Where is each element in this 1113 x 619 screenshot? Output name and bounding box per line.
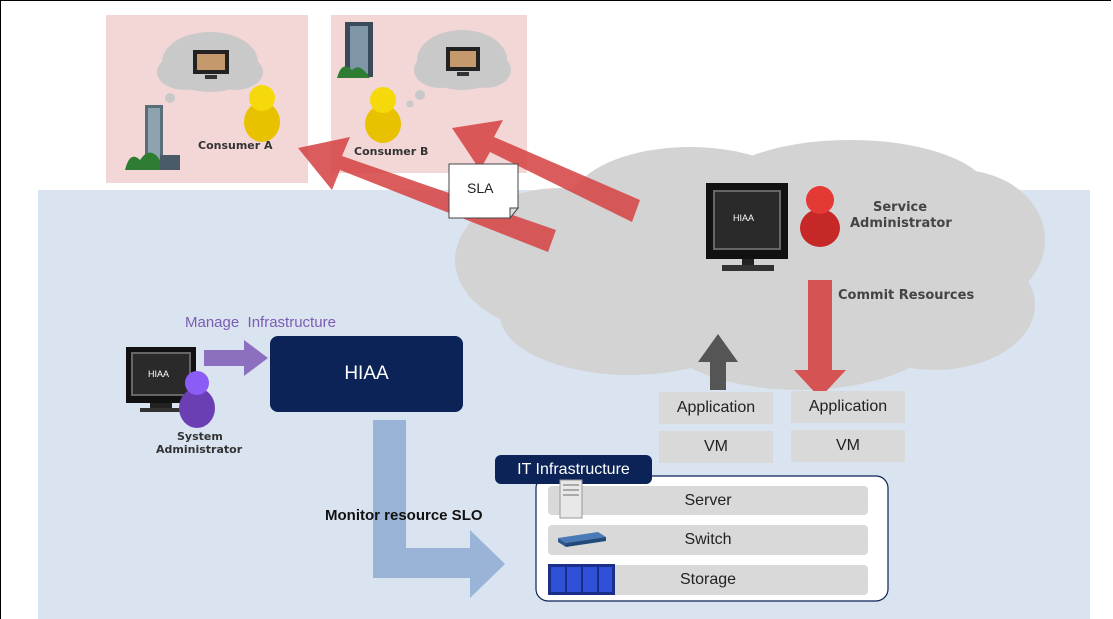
monitor-slo-arrow: [373, 420, 505, 598]
sla-label: SLA: [467, 180, 494, 196]
sla-document-icon: [448, 163, 520, 220]
it-infrastructure-tab: IT Infrastructure: [495, 455, 652, 484]
service-admin-label-2: Administrator: [850, 216, 952, 231]
hiaa-main-box: HIAA: [270, 336, 463, 412]
commit-resources-label: Commit Resources: [838, 288, 975, 303]
manage-infrastructure-arrow: [204, 340, 268, 376]
bubble-monitor-a: [193, 50, 229, 79]
application-box-2: Application: [791, 391, 905, 423]
gray-up-arrow: [698, 334, 738, 390]
service-admin-person-icon: [800, 186, 840, 247]
switch-row: Switch: [548, 525, 868, 555]
commit-resources-arrow: [794, 280, 846, 398]
system-admin-monitor-icon: [126, 347, 196, 412]
consumer-a-person-icon: [244, 85, 280, 142]
consumer-a-label: Consumer A: [198, 139, 273, 152]
storage-row: Storage: [548, 565, 868, 595]
it-infrastructure-title: IT Infrastructure: [517, 460, 630, 478]
red-arrow-to-consumer-a: [298, 137, 556, 252]
red-arrow-to-consumer-b: [452, 120, 640, 222]
system-admin-monitor-label: HIAA: [148, 369, 170, 379]
manage-infrastructure-label: Manage Infrastructure: [185, 314, 336, 331]
server-row: Server: [548, 486, 868, 515]
service-admin-monitor-icon: [706, 183, 788, 271]
consumer-b-person-icon: [365, 87, 401, 143]
system-admin-person-icon: [179, 371, 215, 428]
system-admin-label-1: System: [177, 430, 223, 443]
consumer-b-label: Consumer B: [354, 145, 429, 158]
service-admin-monitor-label: HIAA: [733, 213, 755, 223]
building-a-icon: [125, 105, 180, 170]
vm-box-2: VM: [791, 430, 905, 462]
hiaa-main-label: HIAA: [344, 363, 389, 384]
vm-box-1: VM: [659, 431, 773, 463]
building-b-icon: [337, 22, 373, 78]
application-box-1: Application: [659, 392, 773, 424]
system-admin-label-2: Administrator: [156, 443, 243, 456]
bubble-monitor-b: [446, 47, 480, 76]
service-admin-label-1: Service: [873, 200, 928, 215]
monitor-slo-label: Monitor resource SLO: [325, 507, 483, 524]
